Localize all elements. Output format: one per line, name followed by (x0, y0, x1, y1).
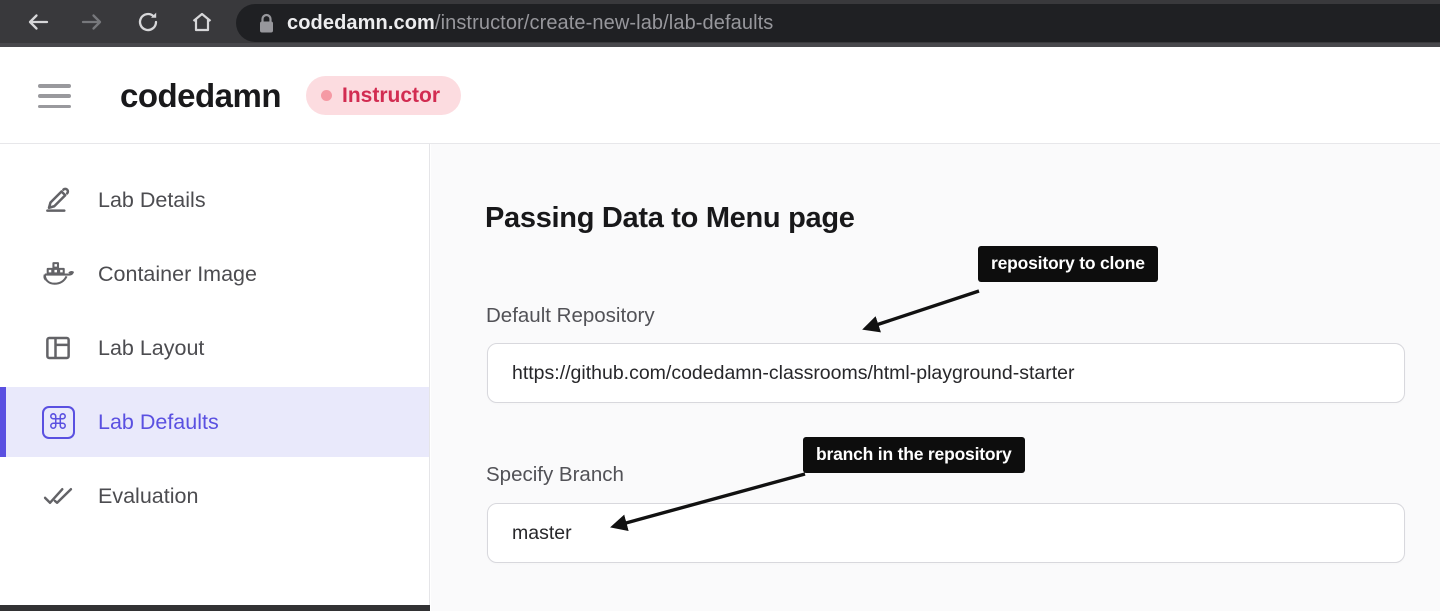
badge-dot-icon (321, 90, 332, 101)
browser-forward-icon[interactable] (74, 4, 110, 40)
sidebar-item-label: Lab Details (98, 187, 206, 212)
arrow-to-repo-input (862, 289, 980, 333)
app-header: codedamn Instructor (0, 47, 1440, 144)
sidebar-item-label: Lab Defaults (98, 409, 219, 434)
brand-logo[interactable]: codedamn (120, 77, 282, 114)
badge-label: Instructor (342, 83, 441, 107)
sidebar-item-label: Container Image (98, 261, 257, 286)
command-icon: ⌘ (40, 404, 76, 440)
instructor-badge: Instructor (306, 76, 462, 115)
main-content: Passing Data to Menu page Default Reposi… (431, 144, 1440, 611)
browser-toolbar: codedamn.com/instructor/create-new-lab/l… (0, 0, 1440, 47)
url-host: codedamn.com (287, 11, 435, 34)
sidebar-item-container-image[interactable]: Container Image (0, 239, 429, 309)
browser-home-icon[interactable] (184, 4, 220, 40)
page-title: Passing Data to Menu page (485, 202, 855, 234)
specify-branch-label: Specify Branch (486, 463, 624, 486)
url-text: codedamn.com/instructor/create-new-lab/l… (287, 12, 773, 35)
sidebar-item-evaluation[interactable]: Evaluation (0, 461, 429, 531)
double-check-icon (40, 478, 76, 514)
docker-whale-icon (40, 256, 76, 292)
sidebar-item-lab-layout[interactable]: Lab Layout (0, 313, 429, 383)
sidebar-item-lab-defaults[interactable]: ⌘ Lab Defaults (0, 387, 429, 457)
command-glyph: ⌘ (47, 409, 69, 434)
default-repository-input[interactable] (487, 343, 1405, 403)
sidebar-bottom-edge (0, 605, 430, 611)
sidebar-item-label: Evaluation (98, 483, 199, 508)
browser-address-bar[interactable]: codedamn.com/instructor/create-new-lab/l… (236, 4, 1440, 42)
sidebar-item-label: Lab Layout (98, 335, 205, 360)
toolbar-bottom-strip (0, 43, 1440, 47)
lock-icon[interactable] (258, 13, 275, 34)
pencil-icon (40, 182, 76, 218)
specify-branch-input[interactable] (487, 503, 1405, 563)
annotation-repository-to-clone: repository to clone (978, 246, 1158, 282)
browser-reload-icon[interactable] (130, 4, 166, 40)
layout-icon (40, 330, 76, 366)
sidebar-item-lab-details[interactable]: Lab Details (0, 165, 429, 235)
annotation-branch-in-repository: branch in the repository (803, 437, 1025, 473)
browser-back-icon[interactable] (20, 4, 56, 40)
sidebar-nav: Lab Details Container Image Lab Layout (0, 144, 430, 611)
url-path: /instructor/create-new-lab/lab-defaults (434, 11, 774, 34)
default-repository-label: Default Repository (486, 304, 655, 327)
hamburger-menu-icon[interactable] (38, 84, 71, 108)
